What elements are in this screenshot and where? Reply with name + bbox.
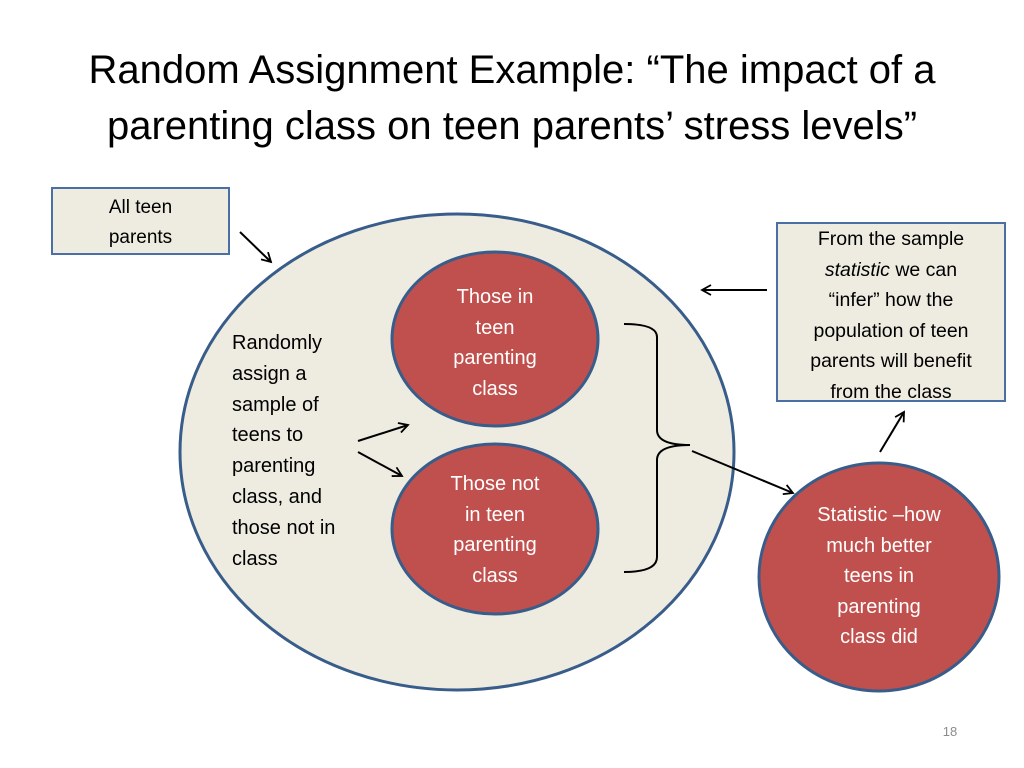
in-class-line: class [472,377,518,400]
random-assign-line: teens to [232,424,304,447]
statistic-line: much better [826,534,932,557]
all-teen-parents-box: All teen parents [51,187,230,255]
slide-title-line-1: Random Assignment Example: “The impact o… [88,48,936,92]
random-assign-line: class, and [232,485,323,508]
page-number: 18 [942,724,958,739]
statistic-line: class did [840,626,918,648]
infer-line: statistic we can [778,255,1004,286]
statistic-line: parenting [837,595,921,618]
brace-to-statistic-arrow [691,450,795,496]
in-class-line: parenting [453,347,537,369]
random-assign-text: Randomly assign a sample of teens to par… [232,328,372,574]
all-teen-parents-line-1: All teen [108,197,173,218]
not-in-class-line: Those not [450,473,540,495]
statistic-circle [757,461,1001,693]
in-class-line: teen [475,316,515,339]
all-teen-parents-line-2: parents [108,227,173,248]
in-class-circle [390,250,600,428]
infer-box: From the sample statistic we can “infer”… [776,222,1006,403]
random-assign-line: class [232,547,278,570]
random-assign-line: assign a [232,362,307,385]
random-assign-line: sample of [232,393,319,416]
statistic-emphasis: statistic [824,258,890,281]
infer-line: “infer” how the [828,289,954,311]
not-in-class-label: Those not in teen parenting class [415,469,575,591]
infer-line: From the sample [817,228,965,250]
random-assign-line: those not in [232,516,336,539]
random-assign-line: parenting [232,455,316,478]
not-in-class-circle [390,442,600,616]
statistic-label: Statistic –how much better teens in pare… [789,500,969,653]
not-in-class-line: parenting [453,534,537,556]
slide-title-line-2: parenting class on teen parents’ stress … [106,104,918,148]
infer-line: from the class [830,380,952,403]
not-in-class-line: in teen [464,503,526,526]
population-arrow [239,231,273,264]
statistic-to-infer-arrow [879,410,905,453]
statistic-line: teens in [843,565,915,587]
assign-arrow-up [357,422,410,442]
assign-arrow-down [357,451,404,477]
in-class-label: Those in teen parenting class [415,282,575,404]
slide-title: Random Assignment Example: “The impact o… [40,42,984,154]
grouping-brace [623,323,691,573]
infer-line: parents will benefit [810,350,972,372]
in-class-line: Those in [456,286,534,308]
not-in-class-line: class [472,564,518,587]
statistic-line: Statistic –how [817,504,941,526]
random-assign-line: Randomly [232,332,323,354]
infer-line-rest: we can [889,258,958,281]
infer-line: population of teen [813,319,969,342]
